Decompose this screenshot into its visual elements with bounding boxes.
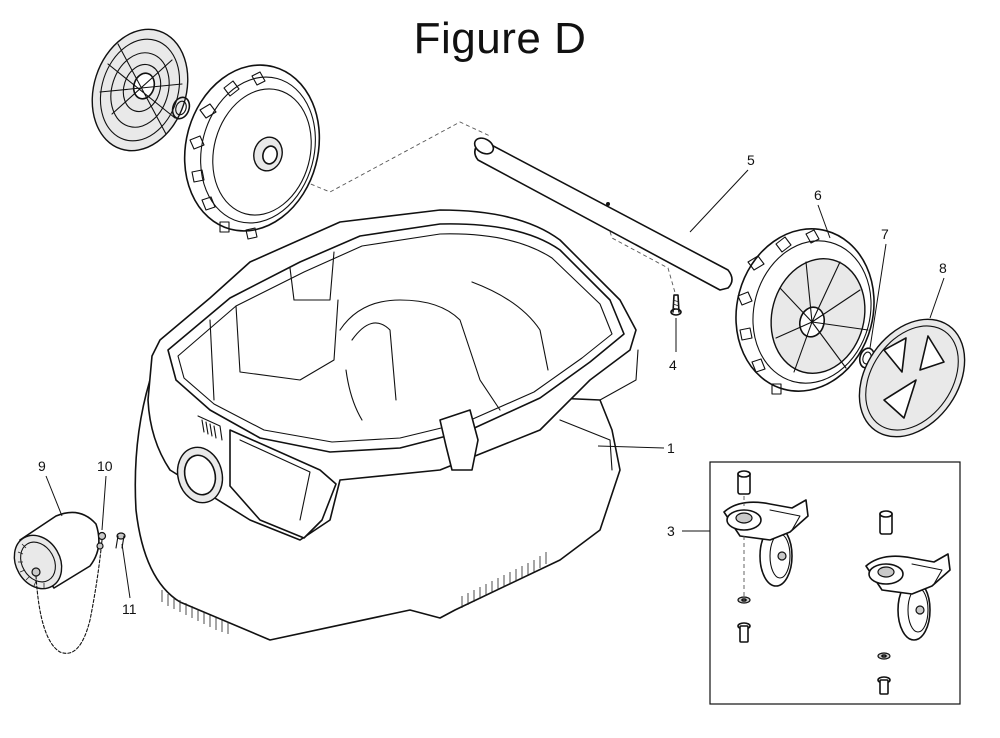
leader-11: [121, 543, 131, 599]
leader-10: [101, 475, 107, 531]
leader-9: [45, 475, 63, 517]
callout-6: 6: [814, 187, 822, 203]
screw: [670, 294, 682, 316]
leader-6: [817, 204, 831, 239]
caster-inset: [709, 461, 961, 705]
callout-8: 8: [939, 260, 947, 276]
callout-5: 5: [747, 152, 755, 168]
leader-7: [869, 243, 887, 349]
callout-3: 3: [667, 523, 675, 539]
canister-body: [134, 209, 639, 641]
hubcap-right: [858, 318, 966, 438]
assembly-line-screw: [607, 224, 677, 297]
wheel-left: [183, 64, 321, 240]
callout-9: 9: [38, 458, 46, 474]
retaining-ring-left: [171, 96, 191, 120]
caster-1: [723, 470, 809, 643]
caster-2: [865, 510, 951, 695]
small-screw: [115, 532, 126, 549]
leader-1: [597, 445, 665, 449]
callout-4: 4: [669, 357, 677, 373]
leader-5: [689, 169, 749, 233]
leader-8: [929, 277, 945, 319]
callout-10: 10: [97, 458, 113, 474]
wheel-right: [735, 228, 875, 395]
cap-chain: [35, 531, 107, 654]
callout-1: 1: [667, 440, 675, 456]
callout-11: 11: [122, 601, 137, 617]
figure-title: Figure D: [413, 14, 587, 63]
port-cap: [13, 511, 100, 590]
axle-rod: [473, 137, 733, 291]
callout-7: 7: [881, 226, 889, 242]
